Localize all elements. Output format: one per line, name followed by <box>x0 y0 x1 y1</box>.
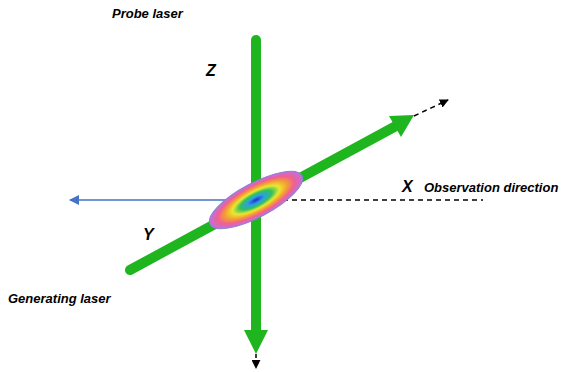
axis-label: Z <box>206 62 216 80</box>
beam-continuation <box>414 100 448 116</box>
generating-laser-label: Generating laser <box>8 292 111 307</box>
beam-arrowhead <box>244 330 268 354</box>
beam-arrowhead <box>389 115 414 137</box>
axis-label: Y <box>143 226 154 244</box>
generating-beam <box>130 126 396 270</box>
plasma-spot <box>202 161 310 240</box>
direction-label: Observation direction <box>424 181 558 196</box>
beam-continuation <box>255 354 257 368</box>
observation-axis <box>256 199 483 201</box>
probe-laser-label: Probe laser <box>112 7 183 22</box>
axis-label: X <box>402 178 413 196</box>
